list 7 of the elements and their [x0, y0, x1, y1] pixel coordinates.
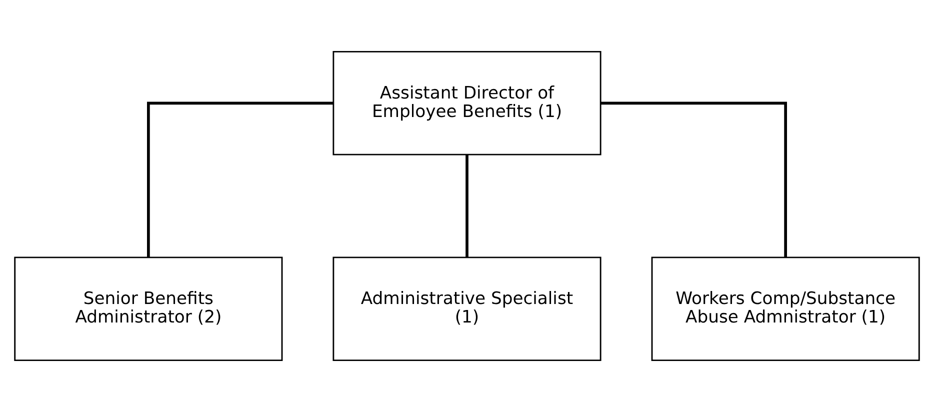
connector: [147, 102, 334, 257]
connector: [466, 155, 468, 258]
node-box: Senior Benefits Administrator (2): [14, 256, 283, 361]
node-box: Workers Comp/Substance Abuse Admnistrator (1): [651, 256, 920, 361]
node-box: Administrative Specialist (1): [332, 256, 602, 361]
connector: [600, 102, 787, 257]
node-box: Assistant Director of Employee Benefits (1): [332, 51, 602, 156]
